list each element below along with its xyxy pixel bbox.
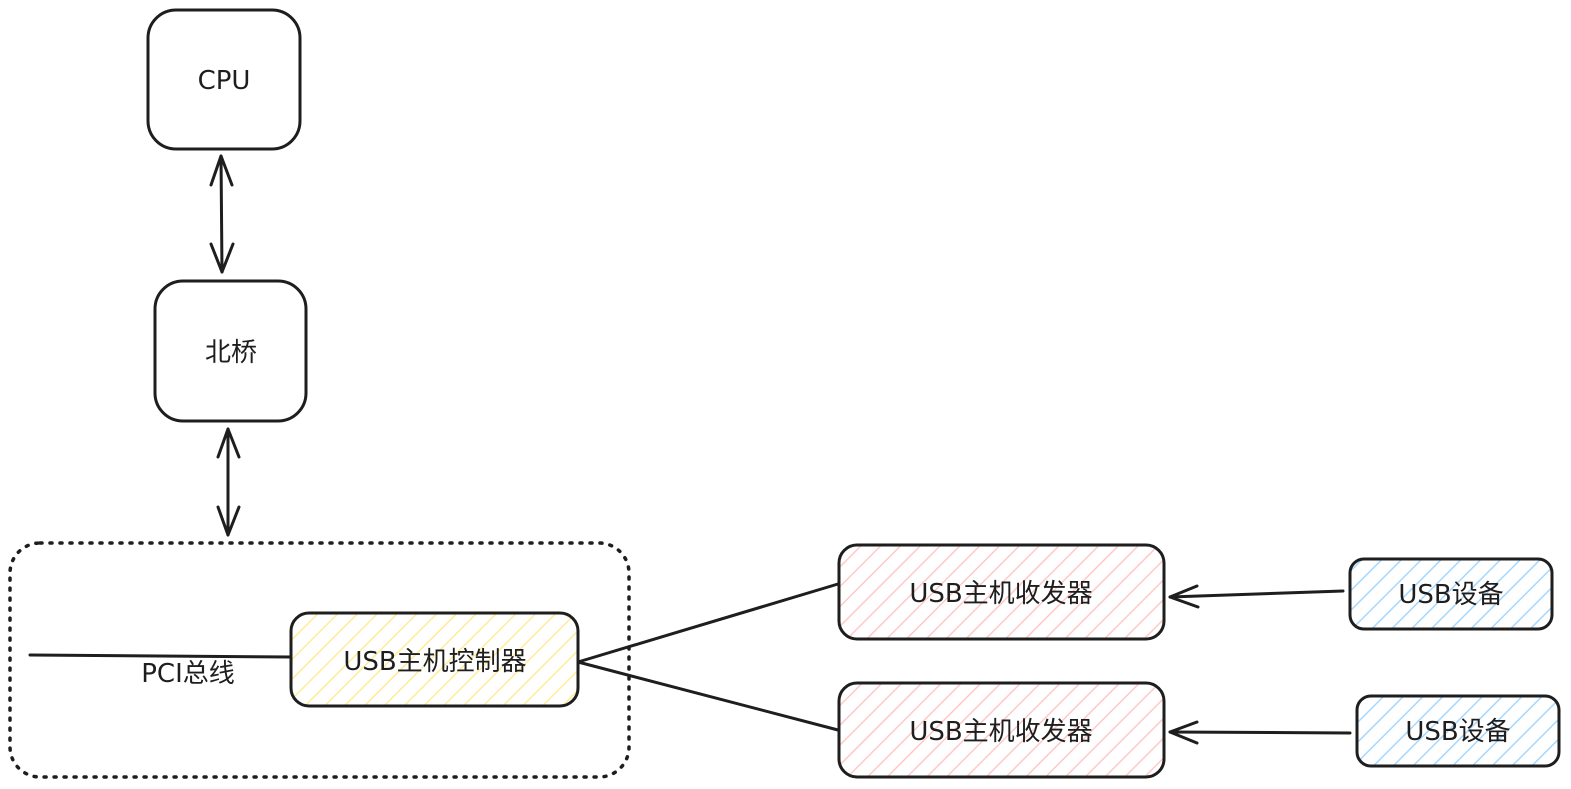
usb-transceiver-1-label: USB主机收发器: [909, 579, 1092, 609]
usb-host-controller-node: USB主机控制器: [289, 611, 580, 708]
usb-device-1-label: USB设备: [1398, 580, 1503, 610]
device-2-transceiver-2-arrow: [1168, 720, 1352, 745]
pci-bus-label: PCI总线: [141, 659, 235, 689]
controller-transceiver-2-link: [576, 660, 840, 732]
usb-device-1-node: USB设备: [1348, 557, 1554, 631]
northbridge-node: 北桥: [153, 279, 308, 423]
device-1-transceiver-1-arrow: [1168, 584, 1345, 609]
usb-host-controller-label: USB主机控制器: [343, 647, 526, 677]
usb-device-2-node: USB设备: [1355, 694, 1561, 768]
usb-transceiver-2-label: USB主机收发器: [909, 717, 1092, 747]
cpu-label: CPU: [198, 66, 251, 96]
cpu-northbridge-connector: [209, 154, 235, 274]
cpu-node: CPU: [146, 8, 302, 151]
controller-transceiver-1-link: [576, 582, 840, 664]
pci-bus-line: [28, 653, 293, 659]
usb-transceiver-2-node: USB主机收发器: [837, 681, 1166, 779]
northbridge-label: 北桥: [205, 338, 257, 368]
host-controller-group-boundary: [8, 541, 631, 779]
usb-device-2-label: USB设备: [1405, 717, 1510, 747]
northbridge-controller-connector: [216, 427, 241, 537]
usb-transceiver-1-node: USB主机收发器: [837, 543, 1166, 641]
